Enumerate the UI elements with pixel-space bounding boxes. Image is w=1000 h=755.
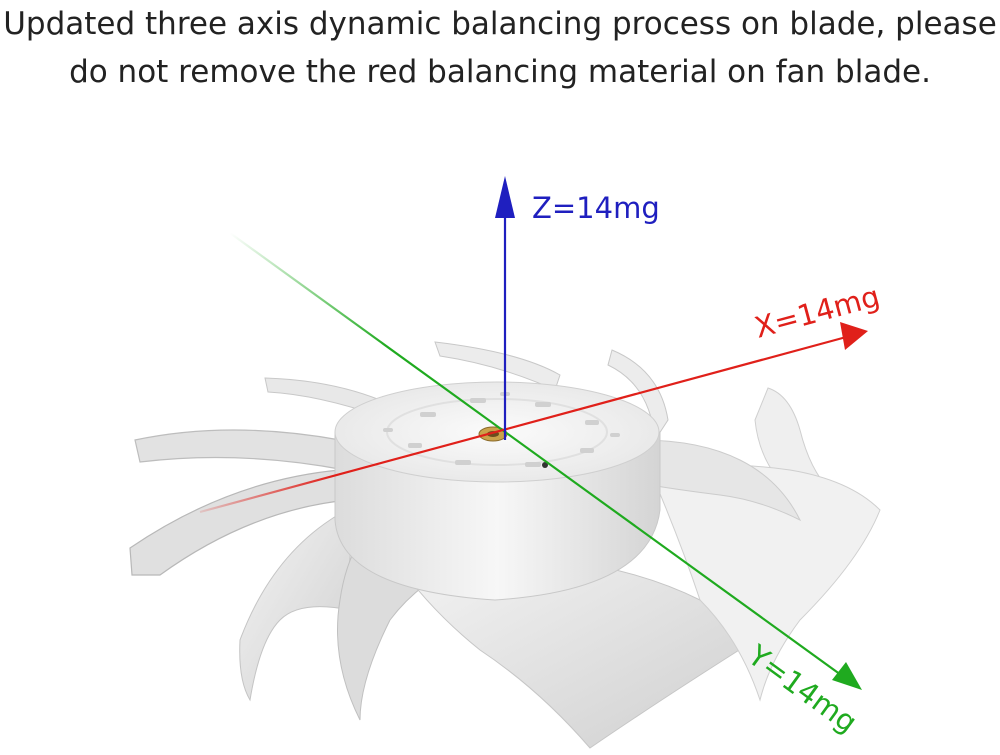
caption-line-2: do not remove the red balancing material… bbox=[69, 54, 931, 90]
fan-blade-right-upper bbox=[639, 439, 802, 522]
fan-blade-back-2 bbox=[434, 341, 561, 391]
fan-blade-front-right bbox=[649, 464, 881, 702]
y-axis-line bbox=[229, 232, 849, 681]
x-axis-label: X=14mg bbox=[751, 279, 883, 345]
x-axis-line bbox=[199, 334, 851, 514]
balancing-weight-dot bbox=[542, 462, 548, 468]
y-axis-arrowhead bbox=[832, 662, 862, 690]
caption-line-1: Updated three axis dynamic balancing pro… bbox=[3, 6, 997, 42]
x-axis-arrowhead bbox=[840, 322, 868, 350]
fan-hub-slots bbox=[383, 392, 620, 467]
z-axis-label: Z=14mg bbox=[532, 191, 660, 225]
caption: Updated three axis dynamic balancing pro… bbox=[0, 0, 1000, 96]
z-axis-arrowhead bbox=[495, 176, 515, 218]
fan-blade-left-1 bbox=[134, 429, 346, 471]
